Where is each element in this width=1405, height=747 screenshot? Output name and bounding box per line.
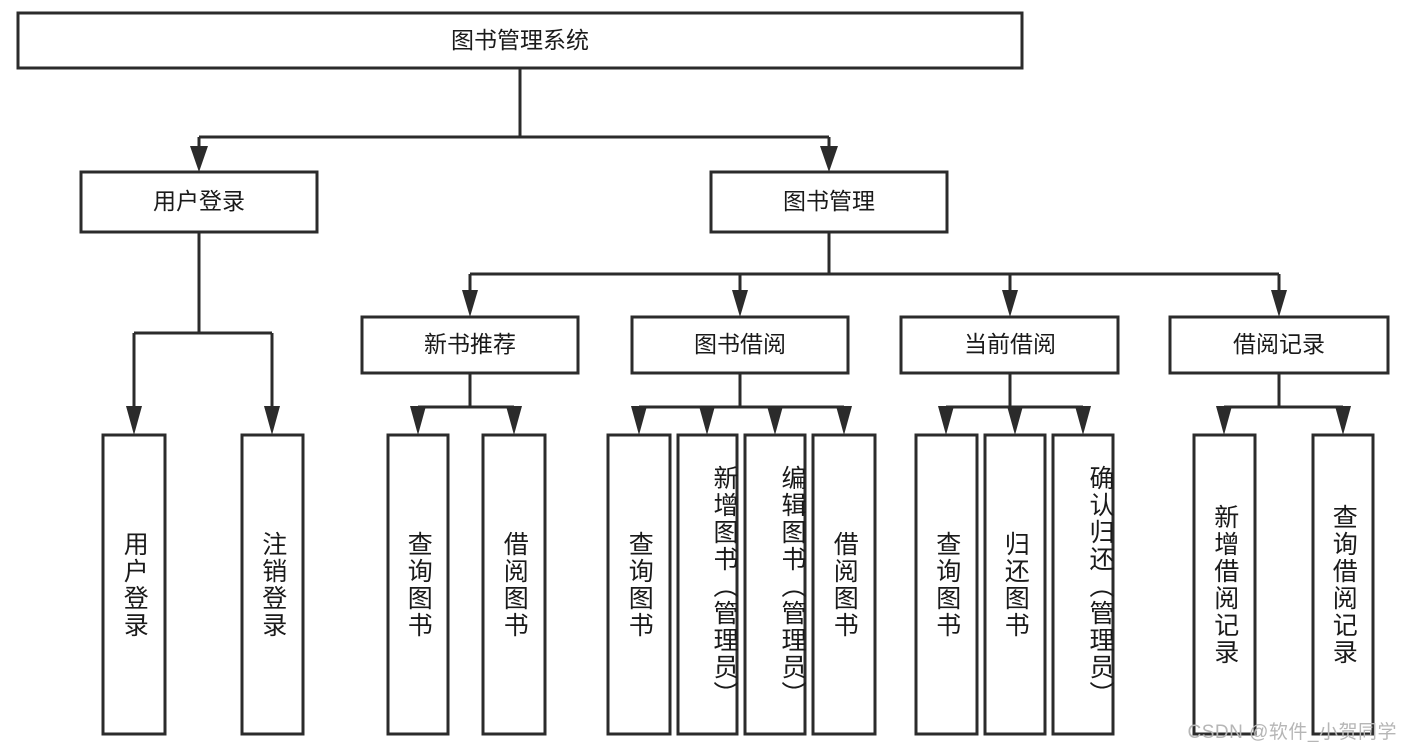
- node-new-book-recommend-label: 新书推荐: [424, 331, 516, 357]
- node-book-management[interactable]: [709, 170, 949, 234]
- node-leaf-box[interactable]: [1051, 433, 1115, 736]
- arrow-head-icon: [1335, 406, 1351, 435]
- node-leaf-box[interactable]: [386, 433, 450, 736]
- node-current-borrow-label: 当前借阅: [964, 331, 1056, 357]
- edge-group: [126, 68, 1351, 435]
- arrow-head-icon: [732, 290, 748, 317]
- node-borrow-record[interactable]: [1168, 315, 1390, 375]
- node-book-borrow[interactable]: [630, 315, 850, 375]
- node-root-system[interactable]: [16, 11, 1024, 70]
- node-leaf-box[interactable]: [1311, 433, 1375, 736]
- node-leaf-box[interactable]: [1192, 433, 1257, 736]
- arrow-head-icon: [190, 146, 208, 172]
- arrow-head-icon: [767, 406, 783, 435]
- arrow-head-icon: [126, 406, 142, 435]
- node-user-login-label: 用户登录: [153, 188, 245, 214]
- arrow-head-icon: [264, 406, 280, 435]
- arrow-head-icon: [699, 406, 715, 435]
- arrow-head-icon: [1216, 406, 1232, 435]
- node-borrow-record-label: 借阅记录: [1233, 331, 1325, 357]
- arrow-head-icon: [820, 146, 838, 172]
- node-leaf-box[interactable]: [743, 433, 807, 736]
- node-leaf-box[interactable]: [811, 433, 877, 736]
- node-current-borrow[interactable]: [899, 315, 1120, 375]
- node-leaf-box[interactable]: [914, 433, 979, 736]
- node-book-management-label: 图书管理: [783, 188, 875, 214]
- node-book-borrow-label: 图书借阅: [694, 331, 786, 357]
- arrow-head-icon: [506, 406, 522, 435]
- node-root-system-label: 图书管理系统: [451, 27, 589, 53]
- node-group: 图书管理系统 用户登录 图书管理 新书推荐 图书借阅 当前借阅 借阅记录: [16, 11, 1390, 736]
- arrow-head-icon: [1271, 290, 1287, 317]
- node-leaf-box[interactable]: [240, 433, 305, 736]
- csdn-watermark: CSDN @软件_小贺同学: [1187, 722, 1397, 743]
- node-user-login[interactable]: [79, 170, 319, 234]
- arrow-head-icon: [462, 290, 478, 317]
- node-leaf-box[interactable]: [481, 433, 547, 736]
- node-new-book-recommend[interactable]: [360, 315, 580, 375]
- node-leaf-box[interactable]: [606, 433, 672, 736]
- node-leaf-box[interactable]: [101, 433, 167, 736]
- node-leaf-box[interactable]: [983, 433, 1047, 736]
- arrow-head-icon: [836, 406, 852, 435]
- arrow-head-icon: [938, 406, 954, 435]
- arrow-head-icon: [631, 406, 647, 435]
- arrow-head-icon: [1002, 290, 1018, 317]
- arrow-head-icon: [410, 406, 426, 435]
- arrow-head-icon: [1075, 406, 1091, 435]
- arrow-head-icon: [1007, 406, 1023, 435]
- node-leaf-box[interactable]: [676, 433, 739, 736]
